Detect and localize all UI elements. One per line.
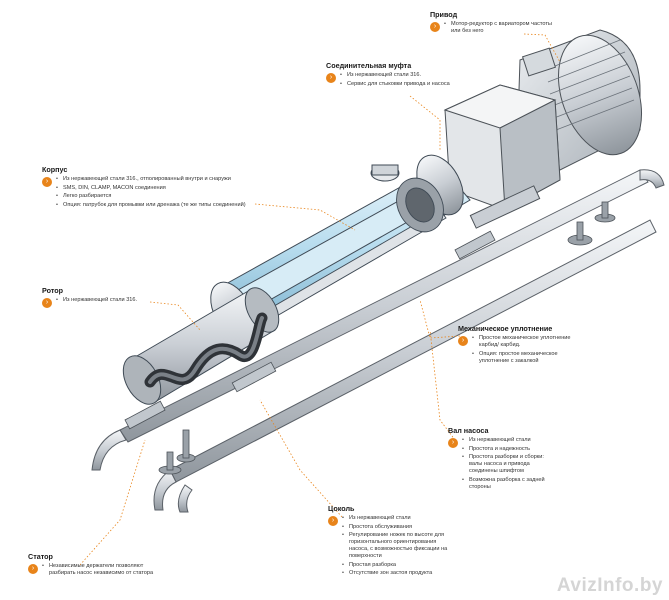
rotor [144, 312, 268, 388]
callout-title: Цоколь [328, 504, 355, 513]
callout-item: Простота и надежность [462, 446, 556, 453]
callout-item: Независимые держатели позволяют разбират… [42, 563, 158, 577]
callout-drive: Привод › Мотор-редуктор с вариатором час… [430, 11, 560, 37]
callout-stator: Статор › Независимые держатели позволяют… [28, 553, 158, 579]
callout-base: Цоколь › Из нержавеющей стали Простота о… [328, 505, 448, 579]
gearbox [443, 84, 561, 229]
callout-item: Из нержавеющей стали [342, 515, 448, 522]
callout-shaft: Вал насоса › Из нержавеющей стали Просто… [448, 427, 556, 492]
callout-title: Ротор [42, 286, 64, 295]
chevron-right-icon: › [430, 22, 440, 32]
chevron-right-icon: › [448, 438, 458, 448]
chevron-right-icon: › [42, 298, 52, 308]
callout-item: SMS, DIN, CLAMP, MACON соединения [56, 185, 246, 192]
callout-title: Корпус [42, 165, 68, 174]
callout-title: Механическое уплотнение [458, 324, 553, 333]
callout-item: Мотор-редуктор с вариатором частоты или … [444, 21, 560, 35]
callout-item: Из нержавеющей стали 316. [340, 72, 450, 79]
callout-item: Опция: патрубок для промывки или дренажа… [56, 202, 246, 209]
chevron-right-icon: › [326, 73, 336, 83]
callout-item: Сервис для стыковки привода и насоса [340, 81, 450, 88]
callout-item: Простое механическое уплотнение карбид/ … [472, 335, 573, 349]
callout-seal: Механическое уплотнение › Простое механи… [458, 325, 573, 366]
adjustable-feet [158, 201, 616, 475]
callout-title: Вал насоса [448, 426, 489, 435]
callout-title: Соединительная муфта [326, 61, 412, 70]
callout-item: Регулирование ножек по высоте для горизо… [342, 532, 448, 560]
callout-item: Из нержавеющей стали 316. [56, 297, 137, 304]
chevron-right-icon: › [458, 336, 468, 346]
watermark: AvizInfo.by [556, 575, 663, 596]
callout-item: Из нержавеющей стали 316., отполированны… [56, 176, 246, 183]
callout-item: Из нержавеющей стали [462, 437, 556, 444]
stator-holders [124, 230, 496, 430]
callout-item: Отсутствие зон застоя продукта [342, 570, 448, 577]
callout-title: Статор [28, 552, 53, 561]
chevron-right-icon: › [42, 177, 52, 187]
callout-item: Простота обслуживания [342, 524, 448, 531]
callout-title: Привод [430, 10, 458, 19]
pump-shaft [249, 177, 447, 329]
callout-item: Легко разбирается [56, 193, 246, 200]
callout-item: Возможна разборка с задней стороны [462, 477, 556, 491]
callout-item: Простота разборки и сборки: валы насоса … [462, 454, 556, 475]
chevron-right-icon: › [328, 516, 338, 526]
callout-coupling: Соединительная муфта › Из нержавеющей ст… [326, 62, 451, 89]
callout-item: Опция: простое механическое уплотнение с… [472, 351, 573, 365]
callout-housing: Корпус › Из нержавеющей стали 316., отпо… [42, 166, 257, 210]
callout-rotor: Ротор › Из нержавеющей стали 316. [42, 287, 162, 308]
chevron-right-icon: › [28, 564, 38, 574]
callout-item: Простая разборка [342, 562, 448, 569]
